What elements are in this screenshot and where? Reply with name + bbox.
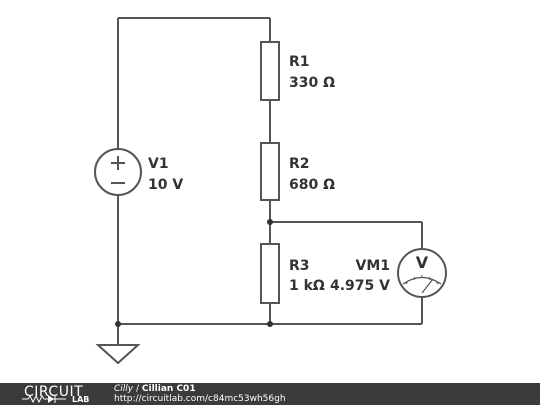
footer-bar: CIRCUIT LAB Cilly / Cillian C01 http://c…: [0, 383, 540, 405]
resistor-r1: [260, 41, 280, 101]
meter-needle: [421, 278, 434, 294]
vm1-value: 4.975 V: [330, 278, 390, 294]
ground-icon: [95, 344, 141, 365]
meta-separator: /: [133, 384, 142, 394]
r3-value: 1 kΩ: [289, 278, 325, 294]
vm1-name: VM1: [355, 258, 390, 274]
r1-name: R1: [289, 54, 310, 70]
v1-value: 10 V: [148, 177, 183, 193]
circuitlab-logo[interactable]: CIRCUIT LAB: [4, 383, 104, 405]
junction-dot: [115, 321, 121, 327]
r2-value: 680 Ω: [289, 177, 335, 193]
r1-value: 330 Ω: [289, 75, 335, 91]
resistor-r2: [260, 142, 280, 201]
r2-name: R2: [289, 156, 310, 172]
logo-resistor-icon: [22, 394, 66, 404]
voltmeter-symbol: V: [416, 253, 429, 272]
circuit-title[interactable]: Cillian C01: [141, 384, 196, 394]
voltmeter-vm1: V: [397, 248, 447, 298]
junction-dot: [267, 321, 273, 327]
wires: [117, 17, 423, 345]
resistor-r3: [260, 243, 280, 304]
circuit-meta: Cilly / Cillian C01: [114, 384, 196, 394]
v1-name: V1: [148, 156, 169, 172]
r3-name: R3: [289, 258, 310, 274]
circuit-url[interactable]: http://circuitlab.com/c84mc53wh56gh: [114, 394, 286, 404]
circuit-schematic: V R1 330 Ω R2 680 Ω R3 1 kΩ V1 10 V VM1 …: [94, 17, 447, 365]
logo-text-bottom: LAB: [72, 395, 90, 404]
logo-text-top: CIRCUIT: [24, 384, 84, 400]
junction-dot: [267, 219, 273, 225]
voltage-source-v1: [94, 148, 142, 196]
author-name[interactable]: Cilly: [114, 384, 134, 394]
